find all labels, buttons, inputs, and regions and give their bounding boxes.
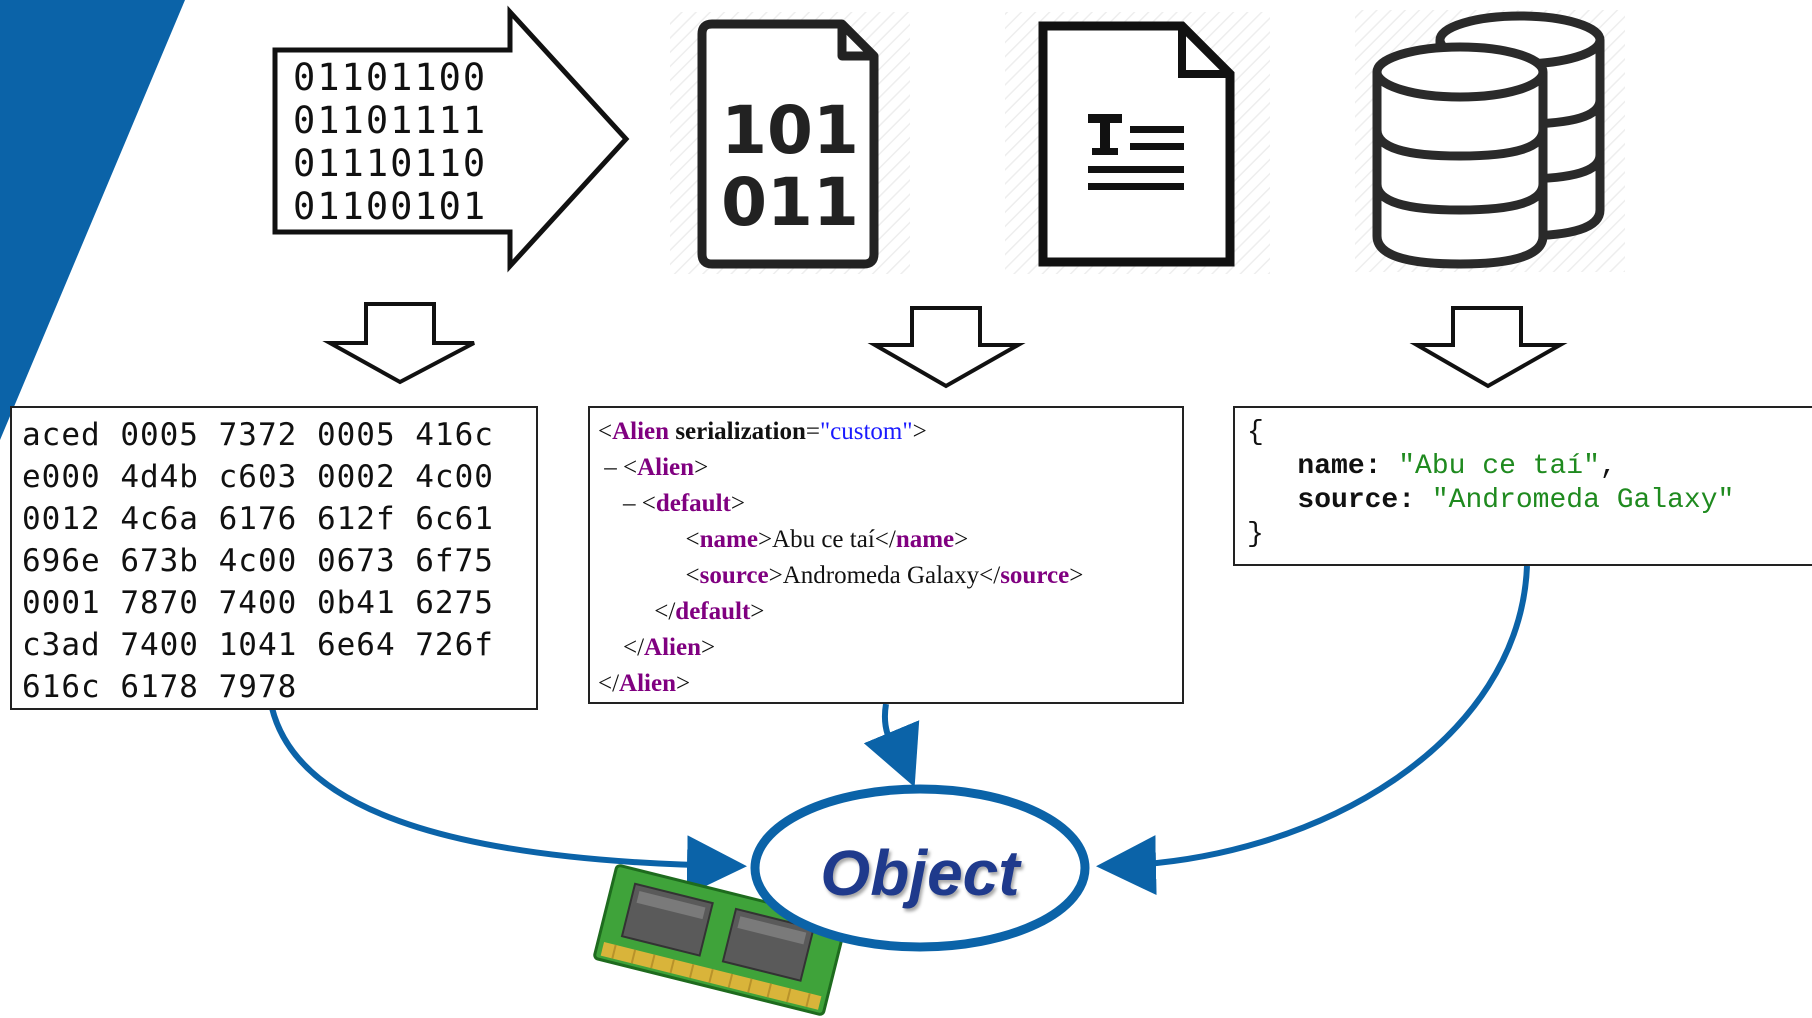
hex-line: e000 4d4b c603 0002 4c00: [22, 459, 494, 495]
file-icon-text-line1: 101: [721, 92, 859, 169]
connector-hex-to-object: [269, 707, 747, 896]
xml-punct: <: [641, 490, 656, 517]
down-arrow-icon: [322, 302, 475, 385]
xml-punct: >: [701, 634, 716, 661]
json-open-brace: {: [1247, 417, 1264, 448]
json-key: name:: [1297, 451, 1382, 482]
hex-line: 0012 4c6a 6176 612f 6c61: [22, 501, 494, 537]
binary-line: 01101100: [293, 56, 488, 99]
memory-module-icon: [593, 864, 847, 1016]
xml-line: – <Alien>: [598, 450, 1182, 486]
xml-punct: <: [685, 526, 700, 553]
xml-tag: Alien: [619, 670, 676, 697]
xml-tag: default: [675, 598, 751, 625]
xml-punct: =: [805, 418, 820, 445]
hex-line: 696e 673b 4c00 0673 6f75: [22, 543, 494, 579]
xml-tag: name: [895, 526, 955, 553]
xml-punct: <: [623, 454, 638, 481]
xml-punct: >: [954, 526, 969, 553]
database-icon: [1355, 10, 1625, 272]
xml-tag: source: [1000, 562, 1070, 589]
xml-punct: </: [623, 634, 645, 661]
xml-line: <source>Andromeda Galaxy</source>: [598, 558, 1182, 594]
hex-line: c3ad 7400 1041 6e64 726f: [22, 627, 494, 663]
connector-json-to-object: [1096, 565, 1530, 896]
binary-line: 01100101: [293, 185, 488, 228]
xml-text: >Andromeda Galaxy</: [768, 562, 1001, 589]
xml-tag: Alien: [644, 634, 701, 661]
xml-collapse-dash: –: [623, 490, 642, 517]
binary-file-icon: 101 011: [670, 12, 910, 274]
connector-xml-to-object: [863, 703, 920, 788]
xml-punct: >: [694, 454, 709, 481]
xml-punct: >: [1069, 562, 1084, 589]
hex-dump-box: aced 0005 7372 0005 416c e000 4d4b c603 …: [10, 406, 538, 710]
json-string: "Abu ce taí": [1398, 451, 1600, 482]
xml-punct: >: [912, 418, 927, 445]
xml-tag: source: [699, 562, 769, 589]
xml-box: <Alien serialization="custom"> – <Alien>…: [588, 406, 1184, 704]
xml-punct: >: [730, 490, 745, 517]
xml-punct: <: [685, 562, 700, 589]
xml-attr: serialization: [669, 418, 806, 445]
json-key: source:: [1297, 485, 1416, 516]
xml-tag: default: [655, 490, 731, 517]
xml-collapse-dash: –: [604, 454, 623, 481]
json-line: name: "Abu ce taí",: [1247, 450, 1812, 484]
down-arrow-icon: [1409, 306, 1568, 389]
json-string: "Andromeda Galaxy": [1431, 485, 1735, 516]
xml-punct: >: [676, 670, 691, 697]
xml-line: </default>: [598, 594, 1182, 630]
down-arrow-icon: [867, 306, 1026, 389]
json-close-brace: }: [1247, 519, 1264, 550]
xml-line: <Alien serialization="custom">: [598, 414, 1182, 450]
xml-line: </Alien>: [598, 630, 1182, 666]
xml-text: >Abu ce taí</: [757, 526, 896, 553]
hex-line: 616c 6178 7978: [22, 669, 298, 705]
xml-punct: </: [654, 598, 676, 625]
json-box: { name: "Abu ce taí", source: "Andromeda…: [1233, 406, 1812, 566]
xml-tag: name: [699, 526, 758, 553]
binary-line: 01101111: [293, 99, 488, 142]
xml-line: <name>Abu ce taí</name>: [598, 522, 1182, 558]
file-icon-text-line2: 011: [721, 164, 859, 241]
xml-punct: </: [598, 670, 620, 697]
text-document-icon: [1005, 12, 1270, 274]
xml-line: </Alien>: [598, 666, 1182, 702]
xml-tag: Alien: [637, 454, 695, 481]
object-label: Object: [820, 837, 1020, 909]
xml-tag: Alien: [612, 418, 670, 445]
xml-attr-value: "custom": [819, 418, 913, 445]
binary-text: 01101100 01101111 01110110 01100101: [293, 56, 487, 228]
object-node: [750, 784, 1090, 952]
xml-punct: <: [598, 418, 613, 445]
xml-punct: >: [750, 598, 765, 625]
binary-line: 01110110: [293, 142, 488, 185]
hex-line: 0001 7870 7400 0b41 6275: [22, 585, 494, 621]
json-punct: ,: [1599, 451, 1617, 482]
json-line: source: "Andromeda Galaxy": [1247, 484, 1812, 518]
corner-banner: [0, 0, 185, 440]
xml-line: – <default>: [598, 486, 1182, 522]
binary-arrow-icon: [272, 5, 630, 273]
hex-line: aced 0005 7372 0005 416c: [22, 417, 494, 453]
